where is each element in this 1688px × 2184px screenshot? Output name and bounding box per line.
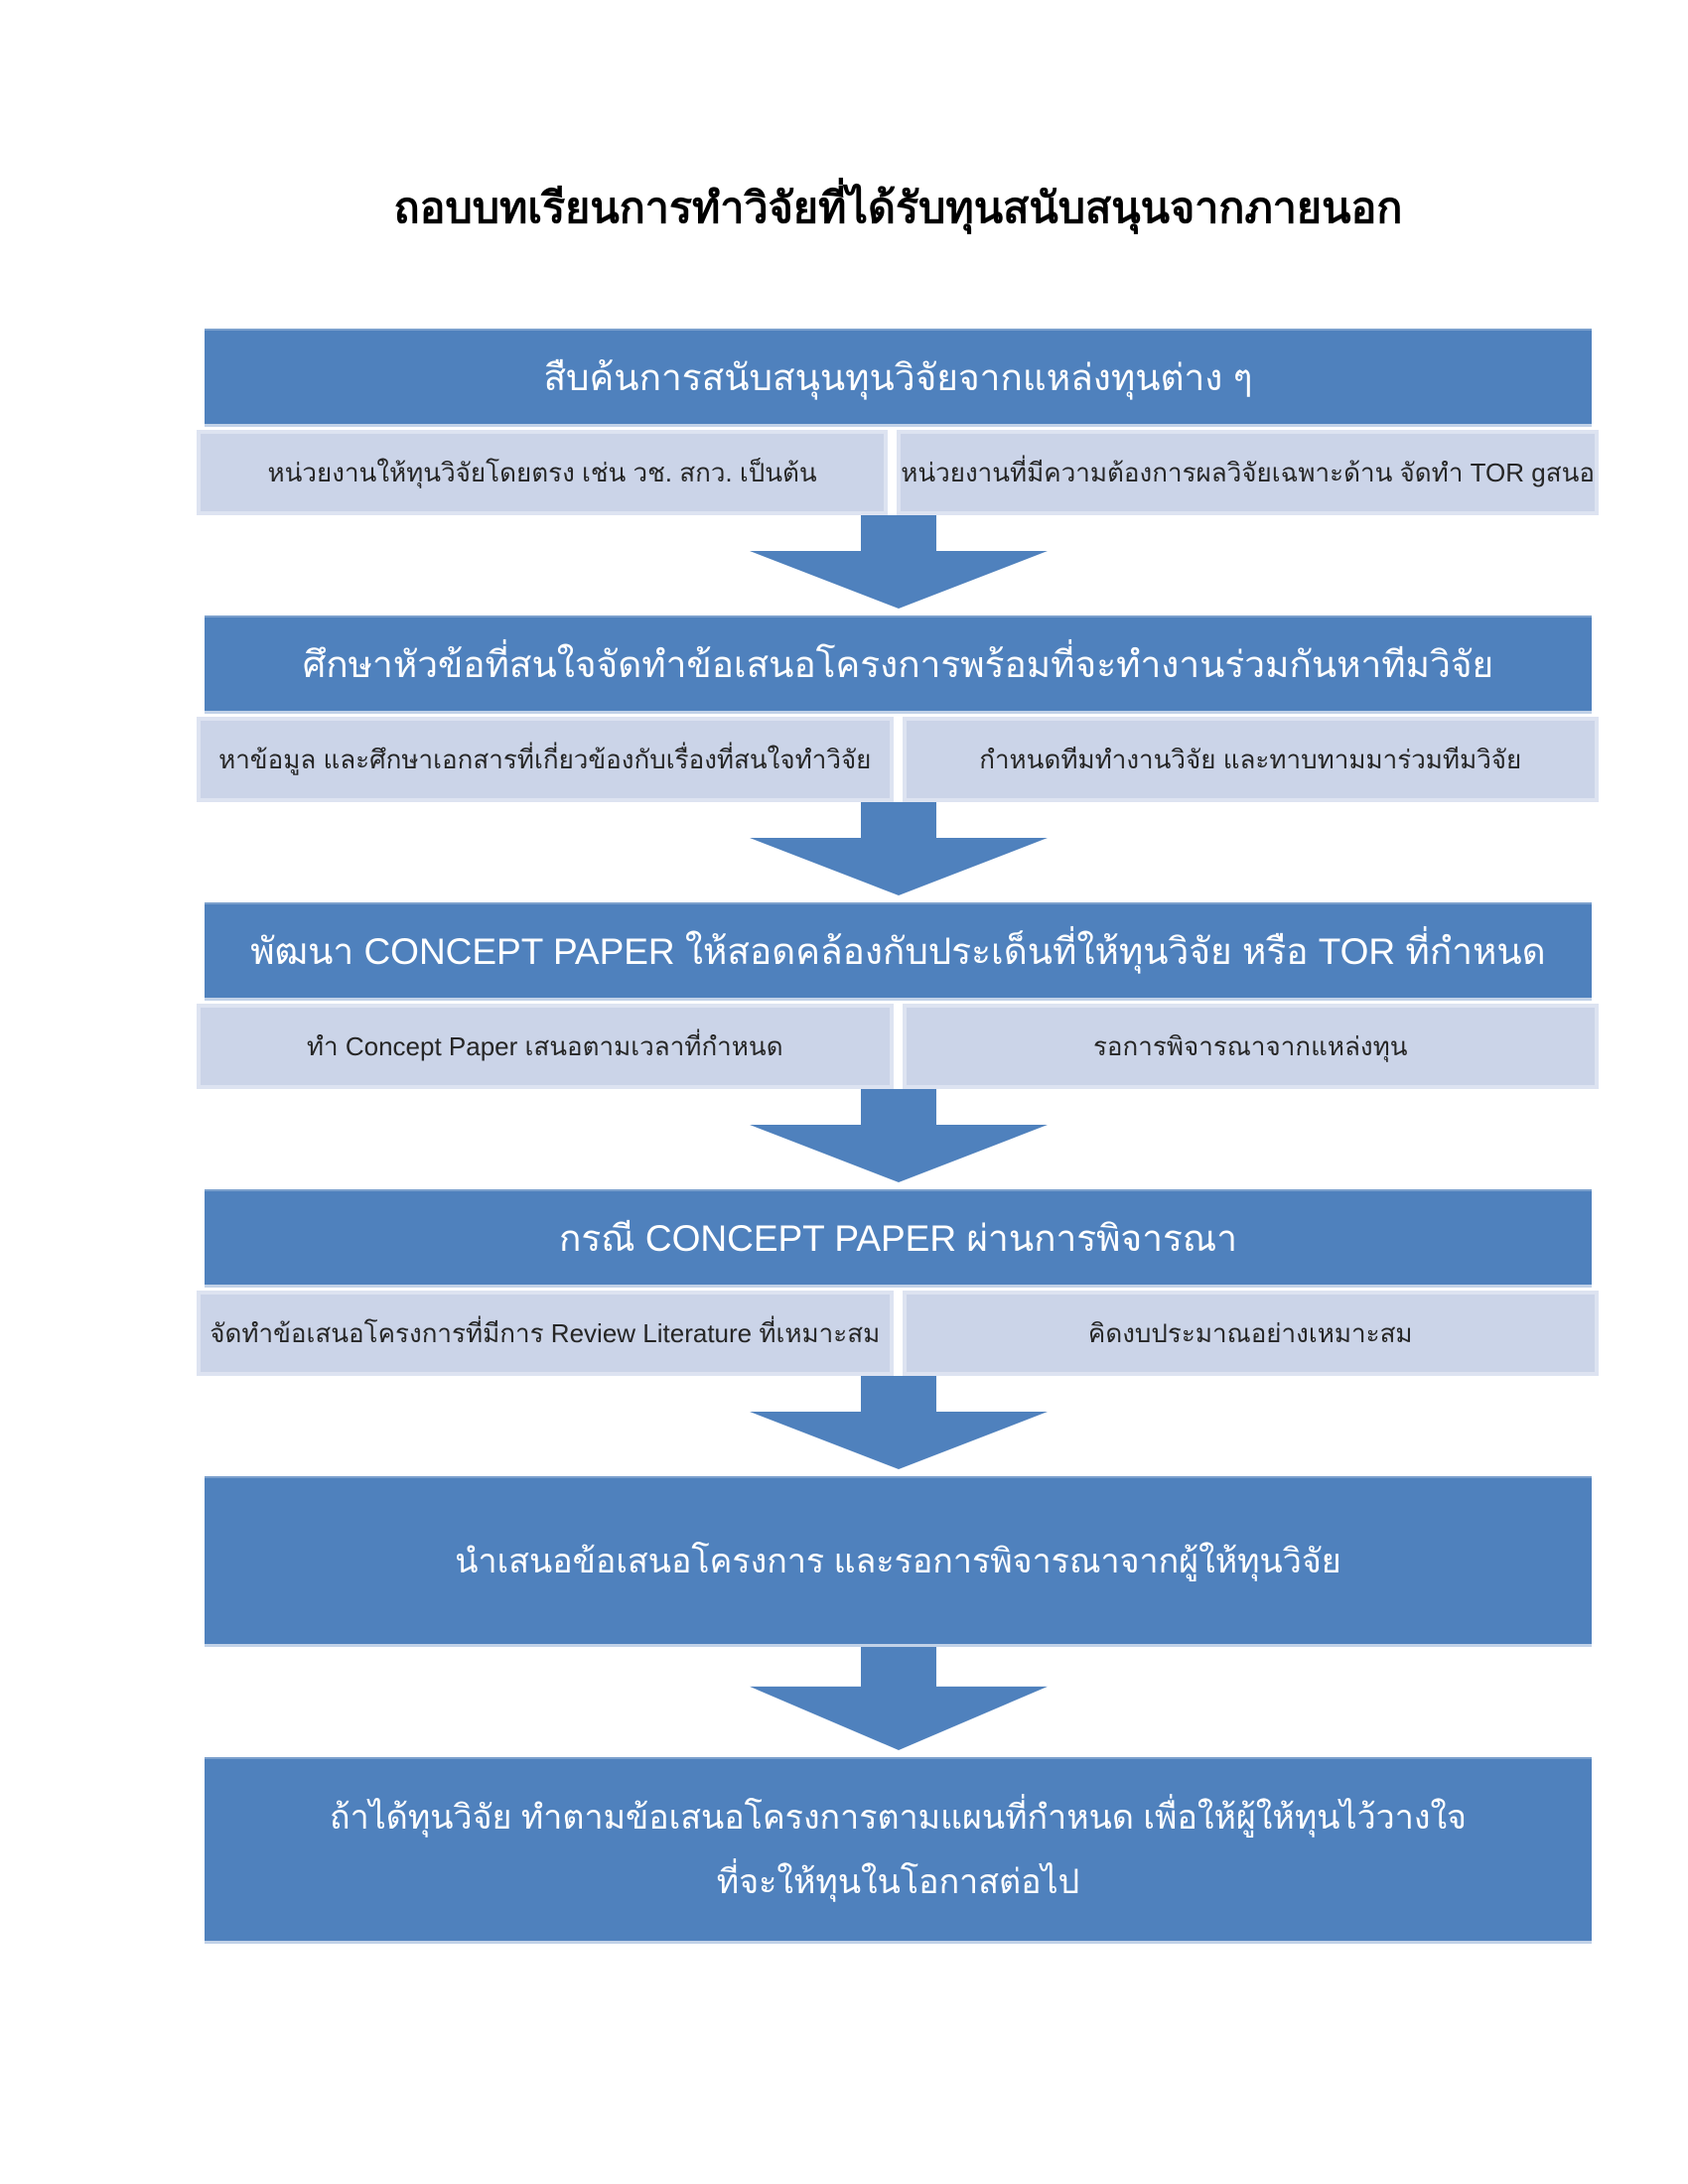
step-1-left-box: หน่วยงานให้ทุนวิจัยโดยตรง เช่น วช. สกว. …	[197, 430, 889, 515]
step-2-subrow: หาข้อมูล และศึกษาเอกสารที่เกี่ยวข้องกับเ…	[197, 717, 1599, 802]
arrow-down-icon	[750, 1647, 1048, 1750]
step-3-left-label: ทำ Concept Paper เสนอตามเวลาที่กำหนด	[306, 1030, 783, 1061]
step-4-header-label: กรณี CONCEPT PAPER ผ่านการพิจารณา	[559, 1217, 1237, 1259]
arrow-down-icon	[750, 802, 1048, 895]
step-2-right-label: กำหนดทีมทำงานวิจัย และทาบทามมาร่วมทีมวิจ…	[979, 744, 1522, 774]
step-3-header-label: พัฒนา CONCEPT PAPER ให้สอดคล้องกับประเด็…	[250, 930, 1546, 972]
step-1-subrow: หน่วยงานให้ทุนวิจัยโดยตรง เช่น วช. สกว. …	[197, 430, 1599, 515]
step-3-right-label: รอการพิจารณาจากแหล่งทุน	[1092, 1030, 1408, 1061]
step-3-left-box: ทำ Concept Paper เสนอตามเวลาที่กำหนด	[197, 1004, 894, 1089]
step-3-right-box: รอการพิจารณาจากแหล่งทุน	[902, 1004, 1599, 1089]
step-4-right-box: คิดงบประมาณอย่างเหมาะสม	[902, 1291, 1599, 1376]
step-1-header: สืบค้นการสนับสนุนทุนวิจัยจากแหล่งทุนต่าง…	[205, 329, 1592, 427]
final-box-1: นำเสนอข้อเสนอโครงการ และรอการพิจารณาจากผ…	[205, 1476, 1592, 1647]
page-title: ถอบบทเรียนการทำวิจัยที่ได้รับทุนสนับสนุน…	[393, 185, 1403, 232]
step-3-header: พัฒนา CONCEPT PAPER ให้สอดคล้องกับประเด็…	[205, 902, 1592, 1001]
step-1-header-label: สืบค้นการสนับสนุนทุนวิจัยจากแหล่งทุนต่าง…	[543, 356, 1253, 398]
step-4-left-label: จัดทำข้อเสนอโครงการที่มีการ Review Liter…	[210, 1317, 881, 1348]
step-2-header-label: ศึกษาหัวข้อที่สนใจจัดทำข้อเสนอโครงการพร้…	[302, 643, 1494, 685]
final-box-2: ถ้าได้ทุนวิจัย ทำตามข้อเสนอโครงการตามแผน…	[205, 1757, 1592, 1944]
step-2-header: ศึกษาหัวข้อที่สนใจจัดทำข้อเสนอโครงการพร้…	[205, 615, 1592, 714]
final-box-2-line1: ถ้าได้ทุนวิจัย ทำตามข้อเสนอโครงการตามแผน…	[330, 1799, 1467, 1838]
step-2-right-box: กำหนดทีมทำงานวิจัย และทาบทามมาร่วมทีมวิจ…	[902, 717, 1599, 802]
arrow-down-icon	[750, 1376, 1048, 1469]
step-2-left-box: หาข้อมูล และศึกษาเอกสารที่เกี่ยวข้องกับเ…	[197, 717, 894, 802]
final-box-2-line2: ที่จะให้ทุนในโอกาสต่อไป	[716, 1863, 1080, 1901]
step-1-right-box: หน่วยงานที่มีความต้องการผลวิจัยเฉพาะด้าน…	[897, 430, 1599, 515]
step-3-subrow: ทำ Concept Paper เสนอตามเวลาที่กำหนด รอก…	[197, 1004, 1599, 1089]
step-4-right-label: คิดงบประมาณอย่างเหมาะสม	[1087, 1317, 1413, 1348]
step-1-left-label: หน่วยงานให้ทุนวิจัยโดยตรง เช่น วช. สกว. …	[267, 457, 817, 487]
step-4-header: กรณี CONCEPT PAPER ผ่านการพิจารณา	[205, 1189, 1592, 1288]
step-4-left-box: จัดทำข้อเสนอโครงการที่มีการ Review Liter…	[197, 1291, 894, 1376]
step-4-subrow: จัดทำข้อเสนอโครงการที่มีการ Review Liter…	[197, 1291, 1599, 1376]
step-1-right-label: หน่วยงานที่มีความต้องการผลวิจัยเฉพาะด้าน…	[901, 457, 1595, 487]
arrow-down-icon	[750, 515, 1048, 609]
arrow-down-icon	[750, 1089, 1048, 1182]
final-box-1-label: นำเสนอข้อเสนอโครงการ และรอการพิจารณาจากผ…	[455, 1542, 1341, 1580]
step-2-left-label: หาข้อมูล และศึกษาเอกสารที่เกี่ยวข้องกับเ…	[218, 744, 872, 774]
